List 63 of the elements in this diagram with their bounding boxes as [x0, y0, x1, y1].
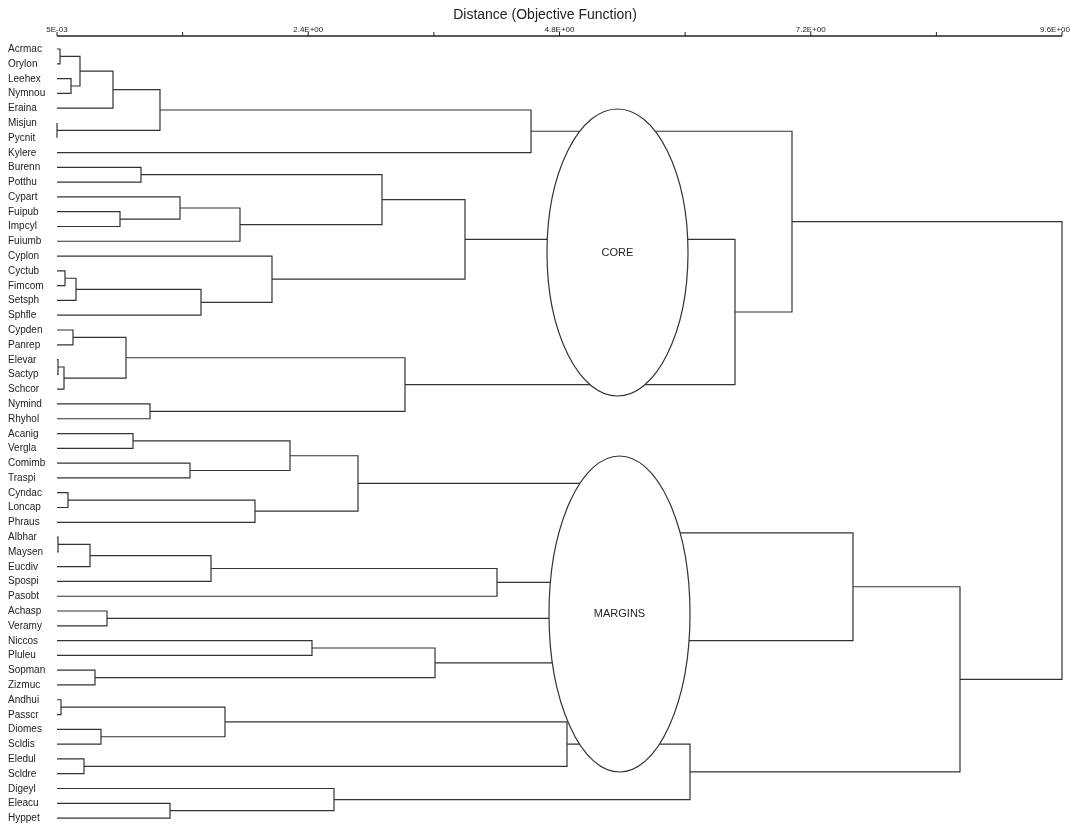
leaf-label: Eledul [8, 752, 36, 765]
leaf-label: Albhar [8, 531, 37, 544]
tick-label: 5E-03 [46, 25, 68, 34]
cluster-label: MARGINS [592, 607, 647, 620]
leaf-label: Zizmuc [8, 678, 41, 691]
leaf-label: Pycnit [8, 131, 36, 144]
leaf-label: Hyppet [8, 812, 40, 824]
leaf-label: Maysen [8, 545, 43, 558]
leaf-label: Andhui [8, 693, 40, 706]
leaf-label: Vergla [8, 442, 37, 455]
cluster-ellipse [546, 108, 689, 397]
leaf-label: Cyplon [8, 250, 40, 263]
cluster-label: CORE [600, 245, 635, 259]
leaf-label: Acanig [8, 427, 39, 440]
leaf-label: Eraina [8, 102, 37, 115]
leaf-label: Sactyp [8, 368, 39, 381]
leaf-label: Pluleu [8, 649, 36, 662]
leaf-label: Potthu [8, 176, 37, 189]
leaf-label: Veramy [8, 619, 42, 632]
leaf-label: Setsph [8, 294, 40, 307]
leaf-label: Achasp [8, 605, 42, 617]
leaf-label: Cyctub [8, 264, 40, 277]
leaf-label: Elevar [8, 353, 37, 366]
leaf-label: Kylere [8, 146, 37, 159]
leaf-label: Rhyhol [8, 412, 40, 425]
leaf-label: Traspi [8, 471, 36, 484]
leaf-label: Schcor [8, 383, 40, 396]
leaf-label: Pasobt [8, 590, 40, 603]
leaf-label: Loncap [8, 501, 41, 514]
leaf-label: Leehex [8, 72, 41, 85]
leaf-label: Misjun [8, 116, 37, 129]
leaf-label: Sopman [8, 664, 46, 677]
leaf-label: Burenn [8, 161, 41, 174]
leaf-label: Passcr [8, 708, 39, 721]
leaf-label: Fimcom [8, 279, 44, 292]
leaf-label: Scldis [8, 738, 35, 751]
leaf-label: Phraus [8, 516, 40, 529]
leaf-label: Cyndac [8, 486, 42, 499]
tick-label: 2.4E+00 [293, 25, 324, 34]
leaf-label: Nymnou [8, 87, 46, 100]
axis-title: Distance (Objective Function) [453, 6, 637, 22]
leaf-label: Panrep [8, 338, 41, 351]
leaf-label: Scldre [8, 767, 37, 780]
leaf-label: Fuiumb [8, 235, 42, 248]
tick-label: 9.6E+00 [1039, 25, 1070, 34]
leaf-label: Orylon [8, 57, 38, 70]
tick-label: 7.2E+00 [795, 25, 826, 34]
leaf-label: Acrmac [8, 43, 42, 55]
leaf-label: Cypden [8, 324, 43, 336]
leaf-label: Digeyl [8, 782, 36, 795]
leaf-label: Nymind [8, 397, 42, 410]
leaf-label: Sphfle [8, 309, 37, 322]
leaf-label: Diomes [8, 723, 42, 736]
leaf-label: Comimb [8, 457, 46, 470]
leaf-label: Impcyl [8, 220, 37, 233]
leaf-label: Niccos [8, 634, 38, 647]
leaf-label: Eleacu [8, 797, 39, 810]
leaf-label: Eucdiv [8, 560, 38, 573]
leaf-label: Spospi [8, 575, 39, 588]
tick-label: 4.8E+00 [544, 25, 575, 34]
leaf-label: Cypart [8, 190, 38, 203]
leaf-label: Fuipub [8, 205, 39, 218]
cluster-ellipse [548, 455, 691, 773]
